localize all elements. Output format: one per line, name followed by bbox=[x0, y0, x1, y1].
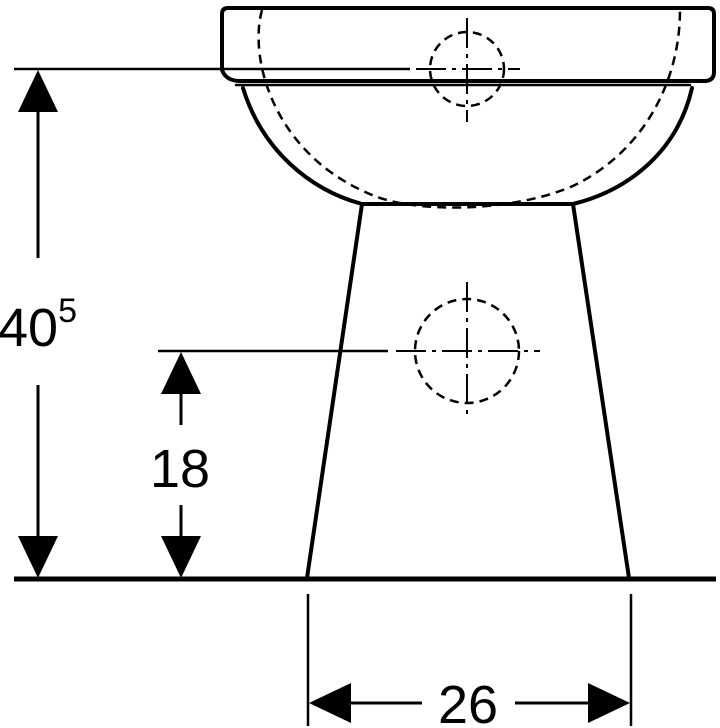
arrow-down-outlet bbox=[161, 536, 201, 578]
arrow-down-total bbox=[18, 536, 58, 578]
inlet-circle bbox=[428, 30, 506, 108]
outlet-symbol bbox=[396, 282, 540, 420]
arrow-up-total bbox=[18, 70, 58, 112]
arrow-left-base bbox=[309, 683, 351, 723]
dimension-total-height bbox=[14, 67, 410, 578]
pedestal bbox=[305, 202, 631, 580]
toilet-outline bbox=[220, 6, 716, 580]
label-base-width: 26 bbox=[438, 675, 498, 728]
label-total-height-value: 40 bbox=[0, 298, 58, 358]
arrow-right-base bbox=[588, 683, 630, 723]
label-total-height: 405 bbox=[0, 292, 77, 358]
inlet-symbol bbox=[416, 18, 520, 122]
arrow-up-outlet bbox=[161, 352, 201, 394]
hidden-bowl-outline bbox=[257, 9, 682, 209]
bowl-belly bbox=[241, 86, 694, 206]
label-total-height-superscript: 5 bbox=[58, 292, 77, 330]
bowl-rim bbox=[220, 6, 716, 83]
label-outlet-height: 18 bbox=[150, 439, 210, 499]
dimension-outlet-height bbox=[158, 349, 388, 578]
dimension-base-width bbox=[306, 594, 633, 726]
